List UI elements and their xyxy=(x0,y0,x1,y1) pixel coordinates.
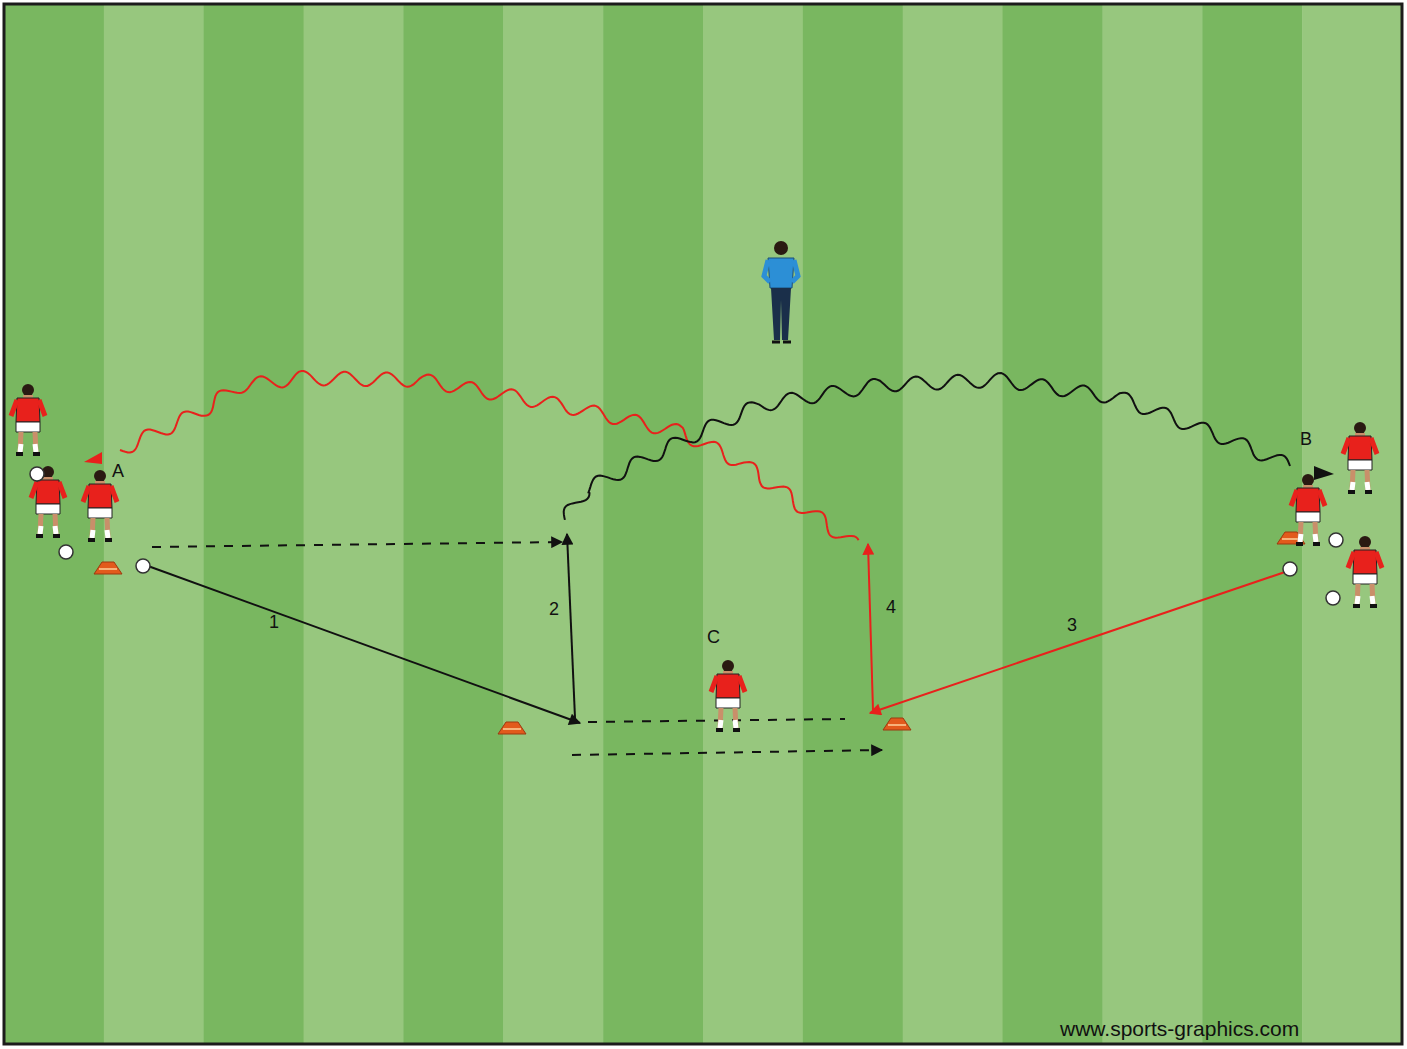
run-arrow xyxy=(152,542,562,547)
pitch-stripe xyxy=(503,4,603,1044)
pass-arrow xyxy=(870,572,1285,713)
player xyxy=(711,660,745,730)
pitch-stripe xyxy=(903,4,1003,1044)
pitch-stripe xyxy=(703,4,803,1044)
pitch-stripe xyxy=(803,4,903,1044)
dribble-path xyxy=(120,371,859,540)
player xyxy=(31,466,65,536)
cone xyxy=(498,722,526,734)
coach xyxy=(764,241,798,342)
run-line xyxy=(588,719,845,722)
pitch-stripe xyxy=(603,4,703,1044)
dribble-path xyxy=(564,373,1290,520)
ball xyxy=(30,467,44,481)
pitch-stripe xyxy=(1102,4,1202,1044)
player-label: A xyxy=(112,462,124,480)
pass-arrow xyxy=(868,544,873,710)
player xyxy=(11,384,45,454)
pass-arrow xyxy=(148,566,580,723)
cone xyxy=(94,562,122,574)
pitch-stripe xyxy=(304,4,404,1044)
cone xyxy=(883,718,911,730)
ball xyxy=(59,545,73,559)
ball xyxy=(1326,591,1340,605)
pass-arrow xyxy=(567,534,575,718)
pitch-border xyxy=(4,4,1402,1044)
player-label: C xyxy=(707,628,720,646)
player-label: B xyxy=(1300,430,1312,448)
player xyxy=(1343,422,1377,492)
pitch-stripe xyxy=(1003,4,1103,1044)
pass-number: 2 xyxy=(549,600,559,618)
pitch-stripe xyxy=(204,4,304,1044)
ball xyxy=(136,559,150,573)
player xyxy=(1291,474,1325,544)
player xyxy=(1348,536,1382,606)
start-flag xyxy=(1314,466,1334,480)
watermark: www.sports-graphics.com xyxy=(1060,1018,1299,1039)
pitch-stripes xyxy=(4,4,1403,1044)
ball xyxy=(1283,562,1297,576)
pass-number: 4 xyxy=(886,598,896,616)
run-arrow xyxy=(572,750,882,755)
pitch-stripe xyxy=(4,4,104,1044)
pitch-stripe xyxy=(104,4,204,1044)
start-flag xyxy=(84,452,102,464)
pitch-stripe xyxy=(403,4,503,1044)
pass-number: 1 xyxy=(269,613,279,631)
ball xyxy=(1329,533,1343,547)
pass-number: 3 xyxy=(1067,616,1077,634)
pitch-stripe xyxy=(1202,4,1302,1044)
player xyxy=(83,470,117,540)
